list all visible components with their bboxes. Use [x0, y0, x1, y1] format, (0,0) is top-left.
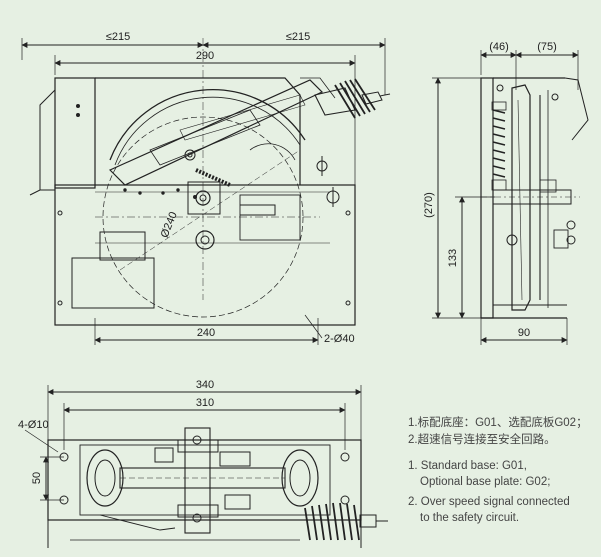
mount-hole	[340, 495, 350, 505]
housing-left	[54, 77, 96, 189]
bottom-spring	[304, 502, 360, 541]
base-window-lower	[71, 257, 155, 309]
side-view	[432, 50, 589, 345]
dim-label-base-width: 240	[197, 327, 215, 339]
center-spring	[195, 168, 231, 187]
mount-hole	[59, 452, 69, 462]
base-window-upper	[99, 231, 146, 261]
note-en-2a: 2. Over speed signal connected	[408, 496, 570, 508]
front-view	[21, 38, 391, 345]
top-view	[24, 385, 388, 548]
dim-label-axle-height: 133	[447, 249, 459, 267]
note-cn-1: 1.标配底座：G01、选配底板G02；	[408, 417, 588, 429]
dim-label-total-height: (270)	[423, 192, 435, 218]
dim-label-depth-b: (75)	[537, 41, 557, 53]
dim-label-side-width: 90	[518, 327, 530, 339]
dim-label-depth-a: (46)	[489, 41, 509, 53]
roller-left	[86, 449, 124, 507]
dim-label-base-holes: 2-Ø40	[324, 333, 355, 345]
housing-bracket	[39, 88, 56, 191]
dim-label-plate-holes: 4-Ø10	[18, 419, 49, 431]
dim-label-plate-width: 340	[196, 379, 214, 391]
side-spring	[492, 109, 506, 178]
side-frame-plate	[480, 77, 494, 319]
mount-hole	[59, 495, 69, 505]
dim-label-left-width: ≤215	[106, 31, 130, 43]
dim-label-pulley-diameter: Ø240	[159, 210, 180, 239]
tension-spring	[314, 78, 391, 119]
dim-label-right-width: ≤215	[286, 31, 310, 43]
lower-bolt	[195, 230, 215, 250]
note-cn-2: 2.超速信号连接至安全回路。	[408, 434, 556, 446]
dim-label-hole-span: 310	[196, 397, 214, 409]
dim-label-overall-width: 290	[196, 50, 214, 62]
mount-hole	[340, 452, 350, 462]
note-en-1b: Optional base plate: G02;	[420, 476, 551, 488]
base-plate	[54, 184, 356, 326]
governor-arm	[108, 79, 324, 186]
note-en-2b: to the safety circuit.	[420, 512, 520, 524]
note-en-1a: 1. Standard base: G01,	[408, 460, 527, 472]
sheave-side	[511, 84, 531, 311]
hub-block	[187, 181, 221, 215]
center-hub	[184, 427, 211, 534]
roller-right	[281, 449, 319, 507]
pulley-rim	[109, 89, 306, 161]
dim-label-hole-pitch: 50	[31, 472, 43, 484]
